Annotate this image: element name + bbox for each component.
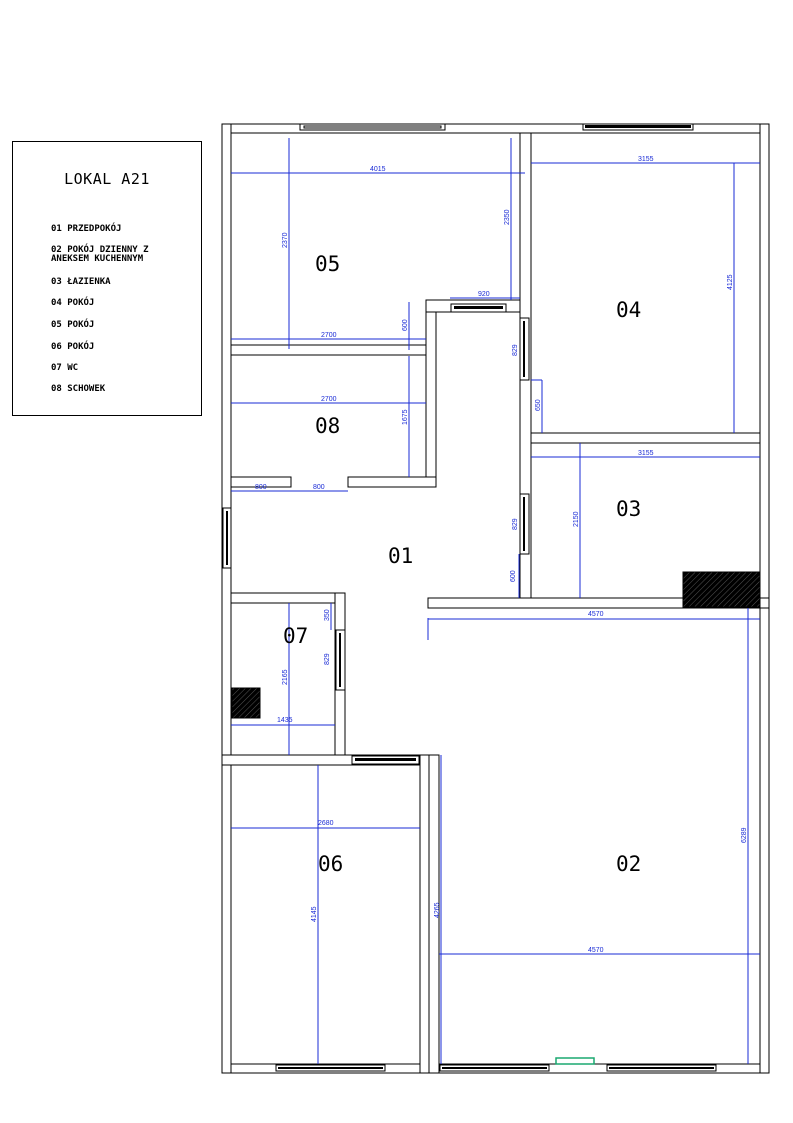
- legend-item-05: 05 POKÓJ: [51, 320, 95, 330]
- room-labels: 01 02 03 04 05 06 07 08: [283, 252, 641, 876]
- legend-item-02: 02 POKÓJ DZIENNY Z ANEKSEM KUCHENNYM: [51, 245, 149, 264]
- dim-r03-width: 3155: [638, 450, 654, 457]
- room-label-02: 02: [616, 852, 641, 876]
- dim-r07-top: 350: [324, 609, 331, 621]
- dimension-labels: 4015 2370 2350 2700 600 920 3155 4125 82…: [255, 156, 748, 954]
- dim-r04-width: 3155: [638, 156, 654, 163]
- dim-r08-height: 1675: [402, 409, 409, 425]
- dim-r08-width: 2700: [321, 396, 337, 403]
- dim-r04-low: 650: [535, 399, 542, 411]
- wall-03-04: [530, 432, 761, 444]
- wall-08-bottom-right: [347, 476, 437, 488]
- legend-item-07: 07 WC: [51, 363, 79, 373]
- dim-r05-width: 4015: [370, 166, 386, 173]
- legend-item-06: 06 POKÓJ: [51, 342, 95, 352]
- wall-07-top: [230, 592, 345, 604]
- legend-item-03: 03 ŁAZIENKA: [51, 277, 111, 287]
- dim-r06-width: 2680: [318, 820, 334, 827]
- dim-r02-width-top: 4570: [588, 611, 604, 618]
- dim-r07-width: 1435: [277, 717, 293, 724]
- dim-r02-height: 6289: [741, 827, 748, 843]
- legend-box: LOKAL A21 01 PRZEDPOKÓJ 02 POKÓJ DZIENNY…: [12, 141, 202, 416]
- dim-r08-door-b: 800: [313, 484, 325, 491]
- dim-r04-height: 4125: [727, 274, 734, 290]
- dim-r02-left: 4265: [434, 902, 441, 918]
- dim-r05-height: 2370: [282, 232, 289, 248]
- windows: [275, 123, 717, 1072]
- room-label-03: 03: [616, 497, 641, 521]
- legend-title: LOKAL A21: [64, 170, 150, 188]
- room-label-01: 01: [388, 544, 413, 568]
- wall-02-top: [427, 597, 770, 609]
- balcony-door: [555, 1057, 595, 1065]
- room-label-04: 04: [616, 298, 641, 322]
- installation-shaft-03: [682, 571, 761, 608]
- installation-shaft-07: [231, 687, 261, 719]
- dim-r02-width-bottom: 4570: [588, 947, 604, 954]
- legend-item-04: 04 POKÓJ: [51, 298, 95, 308]
- dim-r05-bottom: 2700: [321, 332, 337, 339]
- room-label-06: 06: [318, 852, 343, 876]
- dim-r06-height: 4145: [311, 906, 318, 922]
- dim-r08-door-a: 800: [255, 484, 267, 491]
- wall-08-bottom-left: [230, 476, 292, 488]
- legend-item-01: 01 PRZEDPOKÓJ: [51, 224, 122, 234]
- dim-r03-height: 2150: [573, 511, 580, 527]
- room-label-07: 07: [283, 624, 308, 648]
- wall-08-right: [425, 301, 437, 488]
- legend-item-08: 08 SCHOWEK: [51, 384, 106, 394]
- wall-left: [221, 123, 232, 1074]
- dim-door-829a: 829: [512, 344, 519, 356]
- room-label-05: 05: [315, 252, 340, 276]
- dim-door-829b: 829: [512, 518, 519, 530]
- wall-06-02: [419, 754, 430, 1074]
- dim-r05-right: 2350: [504, 209, 511, 225]
- wall-05-08: [230, 344, 427, 356]
- doors: [222, 303, 530, 765]
- dim-r03-low: 600: [510, 570, 517, 582]
- dim-r07-door: 829: [324, 653, 331, 665]
- dim-r07-height: 2165: [282, 669, 289, 685]
- wall-02-left: [428, 754, 440, 1074]
- room-label-08: 08: [315, 414, 340, 438]
- dim-hall-top: 920: [478, 291, 490, 298]
- dim-r05-small: 600: [402, 319, 409, 331]
- dimension-lines: [231, 138, 760, 1064]
